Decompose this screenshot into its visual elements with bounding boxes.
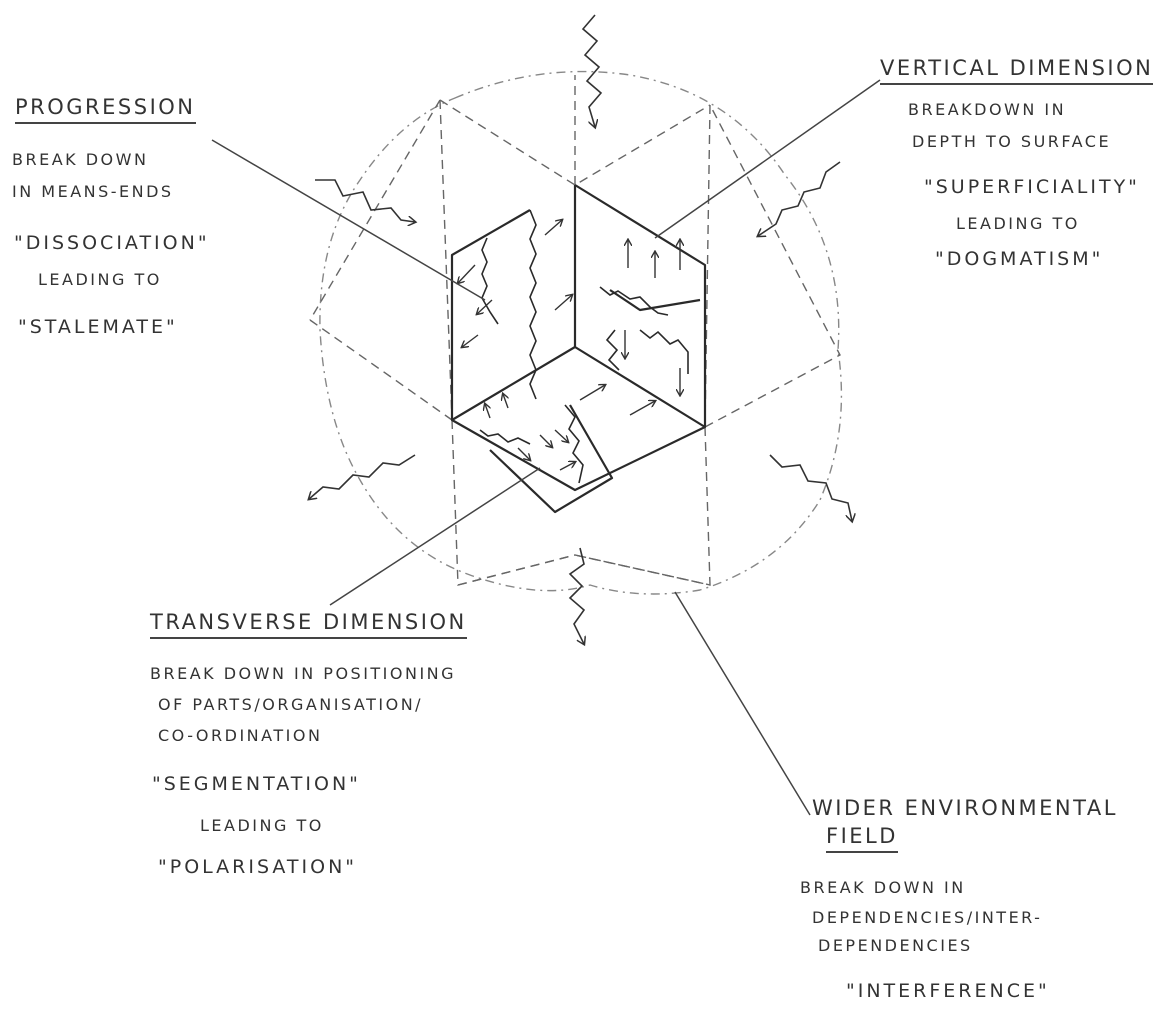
wider-text-line1: Break down in <box>800 878 966 897</box>
transverse-leading: leading to <box>200 816 324 835</box>
cracks <box>479 209 689 484</box>
progression-quote1: "Dissociation" <box>14 232 210 254</box>
vertical-text-line1: Breakdown in <box>908 100 1067 119</box>
vertical-quote1: "Superficiality" <box>924 176 1140 198</box>
vertical-text-line2: depth to surface <box>912 132 1112 151</box>
cube-arrows <box>458 220 680 471</box>
environment-arrows <box>309 14 852 644</box>
wider-heading-line1: Wider Environmental <box>812 796 1118 820</box>
progression-text-line2: in means-ends <box>12 182 174 201</box>
progression-text-line1: Break down <box>12 150 149 169</box>
progression-leading: leading to <box>38 270 162 289</box>
vertical-quote2: "Dogmatism" <box>935 248 1104 270</box>
transverse-quote2: "Polarisation" <box>158 856 358 878</box>
vertical-heading: Vertical Dimension <box>880 58 1154 85</box>
leader-lines <box>211 79 881 816</box>
wider-text-line2: dependencies/inter- <box>812 908 1043 927</box>
transverse-text-line2: of parts/organisation/ <box>158 695 424 714</box>
wider-text-line3: dependencies <box>818 936 973 955</box>
inner-cube-corner <box>450 184 707 514</box>
transverse-quote1: "Segmentation" <box>152 773 361 795</box>
environment-boundary <box>319 70 843 595</box>
progression-quote2: "Stalemate" <box>18 316 178 338</box>
wider-heading-line2: Field <box>826 826 898 853</box>
transverse-text-line1: Break down in positioning <box>150 664 457 683</box>
progression-heading: Progression <box>15 97 196 124</box>
vertical-leading: leading to <box>956 214 1080 233</box>
transverse-heading: Transverse Dimension <box>150 612 467 639</box>
wider-quote1: "Interference" <box>846 980 1050 1002</box>
transverse-text-line3: co-ordination <box>158 726 323 745</box>
